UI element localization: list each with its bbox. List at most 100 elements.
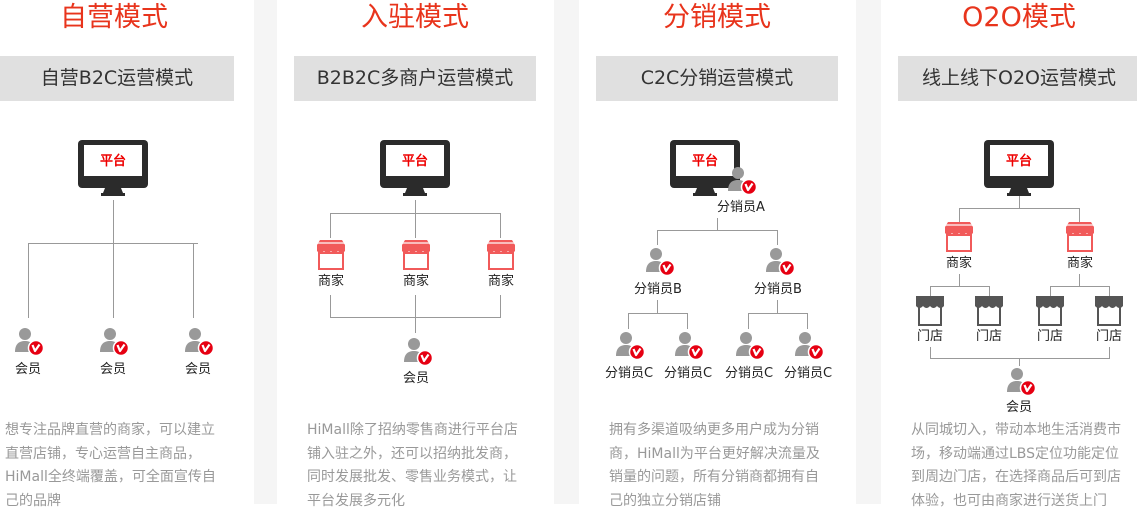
connector-line [330,317,501,318]
member-label: 会员 [1005,400,1033,415]
connector-line [500,213,501,238]
platform-monitor-icon: 平台 [78,140,148,196]
distributor-b-user-icon [765,246,795,280]
platform-monitor-icon: 平台 [984,140,1054,196]
connector-line [657,230,658,245]
connector-line [930,286,990,287]
connector-line [989,286,990,296]
member-user-icon [14,326,44,360]
distributor-a-label: 分销员A [717,200,765,215]
platform-monitor-icon: 平台 [380,140,450,196]
store-shop-icon [1095,296,1123,330]
platform-label: 平台 [1005,154,1032,169]
merchant-shop-icon [945,222,973,256]
connector-line [330,295,331,317]
connector-line [959,208,960,222]
column-title: 自营模式 [60,2,168,33]
store-label: 门店 [1095,329,1123,344]
distributor-b-label: 分销员B [754,282,802,297]
column-subtitle: C2C分销运营模式 [596,56,838,101]
store-shop-icon [916,296,944,330]
connector-line [959,274,960,287]
distributor-a-user-icon [727,165,757,199]
connector-line [1050,286,1110,287]
merchant-label: 商家 [487,274,515,289]
connector-line [959,208,1080,209]
distributor-c-user-icon [735,330,765,364]
merchant-label: 商家 [945,256,973,271]
connector-line [777,230,778,245]
connector-line [748,313,749,329]
connector-line [28,243,29,318]
column-description: 拥有多渠道吸纳更多用户成为分销 商，HiMall为平台更好解决流量及 销量的问题… [609,422,820,509]
merchant-shop-icon [487,240,515,274]
distributor-c-label: 分销员C [783,366,833,381]
platform-monitor-icon: 平台 [670,140,740,196]
platform-label: 平台 [691,154,718,169]
connector-line [1019,196,1020,209]
connector-line [1079,274,1080,287]
connector-line [1050,286,1051,296]
store-label: 门店 [975,329,1003,344]
distributor-c-user-icon [615,330,645,364]
column-description: 从同城切入，带动本地生活消费市 场，移动端通过LBS定位功能定位 到周边门店，在… [911,422,1121,509]
member-label: 会员 [402,371,430,386]
connector-line [330,213,501,214]
column-description: HiMall除了招纳零售商进行平台店 铺入驻之外，还可以招纳批发商， 同时发展批… [307,422,518,509]
connector-line [415,295,416,333]
column-subtitle: 自营B2C运营模式 [0,56,234,101]
distributor-c-user-icon [674,330,704,364]
connector-line [657,230,778,231]
connector-line [628,313,629,329]
column-title: 分销模式 [663,2,771,33]
platform-label: 平台 [401,154,428,169]
connector-line [415,200,416,238]
merchant-shop-icon [317,240,345,274]
connector-line [500,295,501,317]
connector-line [748,313,808,314]
member-user-icon [99,326,129,360]
column-separator [856,0,881,504]
column-separator [254,0,277,504]
connector-line [1079,208,1080,222]
connector-line [930,347,931,359]
store-label: 门店 [916,329,944,344]
merchant-shop-icon [402,240,430,274]
connector-line [1109,347,1110,359]
column-subtitle: 线上线下O2O运营模式 [898,56,1137,101]
platform-label: 平台 [99,154,126,169]
member-user-icon [403,336,433,370]
distributor-c-label: 分销员C [663,366,713,381]
column-subtitle: B2B2C多商户运营模式 [294,56,536,101]
merchant-label: 商家 [402,274,430,289]
connector-line [657,300,658,314]
merchant-label: 商家 [317,274,345,289]
distributor-b-user-icon [645,246,675,280]
connector-line [807,313,808,329]
store-shop-icon [1036,296,1064,330]
store-shop-icon [975,296,1003,330]
connector-line [1109,286,1110,296]
column-description: 想专注品牌直营的商家，可以建立 直营店铺，专心运营自主商品， HiMall全终端… [5,422,216,509]
member-user-icon [1006,366,1036,400]
member-label: 会员 [14,362,42,377]
distributor-c-user-icon [794,330,824,364]
connector-line [113,200,114,318]
member-user-icon [184,326,214,360]
connector-line [687,313,688,329]
column-title: O2O模式 [962,2,1076,33]
connector-line [717,218,718,231]
connector-line [930,286,931,296]
merchant-label: 商家 [1066,256,1094,271]
connector-line [1019,358,1020,366]
connector-line [330,213,331,238]
connector-line [28,243,198,244]
distributor-c-label: 分销员C [724,366,774,381]
connector-line [628,313,688,314]
column-separator [554,0,579,504]
connector-line [930,358,1110,359]
column-title: 入驻模式 [361,2,469,33]
merchant-shop-icon [1066,222,1094,256]
connector-line [777,300,778,314]
distributor-c-label: 分销员C [604,366,654,381]
